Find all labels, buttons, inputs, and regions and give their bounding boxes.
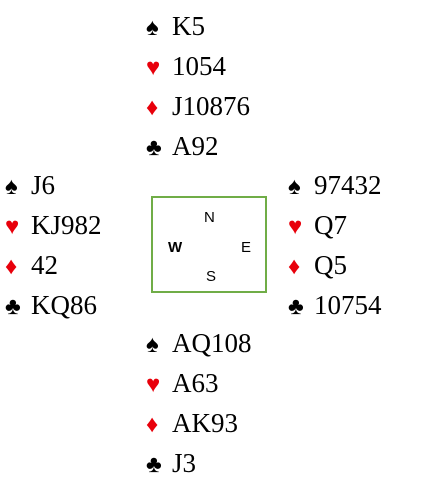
compass-box: N W E S xyxy=(151,196,267,293)
north-hearts-row: ♥ 1054 xyxy=(146,46,250,86)
west-hand: ♠ J6 ♥ KJ982 ♦ 42 ♣ KQ86 xyxy=(5,165,102,325)
east-hand: ♠ 97432 ♥ Q7 ♦ Q5 ♣ 10754 xyxy=(288,165,382,325)
west-hearts-row: ♥ KJ982 xyxy=(5,205,102,245)
diamond-icon: ♦ xyxy=(5,254,18,280)
north-clubs-row: ♣ A92 xyxy=(146,126,250,166)
north-spades-row: ♠ K5 xyxy=(146,6,250,46)
east-hearts-row: ♥ Q7 xyxy=(288,205,382,245)
north-diamonds-row: ♦ J10876 xyxy=(146,86,250,126)
heart-icon: ♥ xyxy=(5,214,20,240)
south-hearts-row: ♥ A63 xyxy=(146,363,252,403)
north-clubs-cards: A92 xyxy=(172,131,219,161)
west-hearts-cards: KJ982 xyxy=(31,210,102,240)
south-diamonds-cards: AK93 xyxy=(172,408,238,438)
east-spades-cards: 97432 xyxy=(314,170,382,200)
club-icon: ♣ xyxy=(146,135,162,161)
south-diamonds-row: ♦ AK93 xyxy=(146,403,252,443)
north-diamonds-cards: J10876 xyxy=(172,91,251,121)
west-clubs-row: ♣ KQ86 xyxy=(5,285,102,325)
diamond-icon: ♦ xyxy=(146,95,159,121)
spade-icon: ♠ xyxy=(288,174,301,200)
south-spades-row: ♠ AQ108 xyxy=(146,323,252,363)
spade-icon: ♠ xyxy=(5,174,18,200)
club-icon: ♣ xyxy=(146,452,162,478)
west-diamonds-row: ♦ 42 xyxy=(5,245,102,285)
spade-icon: ♠ xyxy=(146,15,159,41)
heart-icon: ♥ xyxy=(288,214,303,240)
south-spades-cards: AQ108 xyxy=(172,328,252,358)
east-diamonds-row: ♦ Q5 xyxy=(288,245,382,285)
compass-east-label: E xyxy=(241,239,252,256)
north-hearts-cards: 1054 xyxy=(172,51,226,81)
east-spades-row: ♠ 97432 xyxy=(288,165,382,205)
compass-north-label: N xyxy=(204,209,215,226)
club-icon: ♣ xyxy=(288,294,304,320)
compass-west-label: W xyxy=(168,239,183,256)
west-clubs-cards: KQ86 xyxy=(31,290,97,320)
heart-icon: ♥ xyxy=(146,372,161,398)
spade-icon: ♠ xyxy=(146,332,159,358)
east-hearts-cards: Q7 xyxy=(314,210,347,240)
diamond-icon: ♦ xyxy=(288,254,301,280)
east-clubs-row: ♣ 10754 xyxy=(288,285,382,325)
north-hand: ♠ K5 ♥ 1054 ♦ J10876 ♣ A92 xyxy=(146,6,250,166)
compass-south-label: S xyxy=(206,268,217,285)
south-clubs-row: ♣ J3 xyxy=(146,443,252,483)
diamond-icon: ♦ xyxy=(146,412,159,438)
east-clubs-cards: 10754 xyxy=(314,290,382,320)
south-hearts-cards: A63 xyxy=(172,368,219,398)
east-diamonds-cards: Q5 xyxy=(314,250,347,280)
west-spades-cards: J6 xyxy=(31,170,56,200)
south-hand: ♠ AQ108 ♥ A63 ♦ AK93 ♣ J3 xyxy=(146,323,252,483)
club-icon: ♣ xyxy=(5,294,21,320)
south-clubs-cards: J3 xyxy=(172,448,197,478)
west-spades-row: ♠ J6 xyxy=(5,165,102,205)
west-diamonds-cards: 42 xyxy=(31,250,58,280)
heart-icon: ♥ xyxy=(146,55,161,81)
north-spades-cards: K5 xyxy=(172,11,205,41)
